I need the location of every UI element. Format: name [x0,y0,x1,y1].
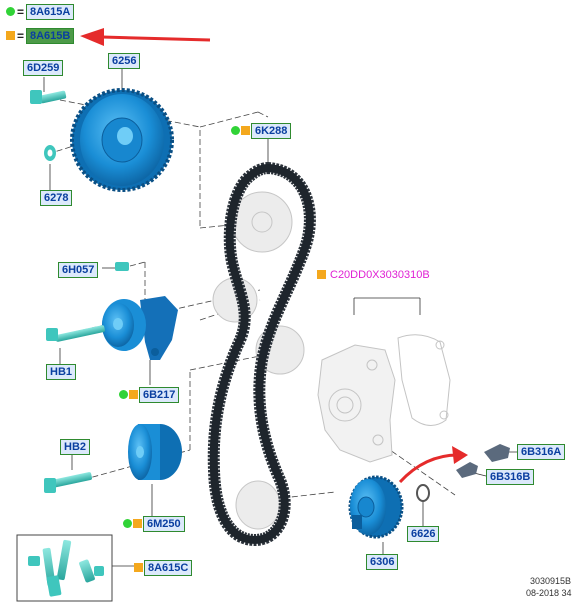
bolt-kit-box [16,534,113,602]
orange-square-icon [317,270,326,279]
timing-belt [207,161,316,547]
part-label-hb1[interactable]: HB1 [46,364,77,380]
tensioner-6b217 [102,296,178,360]
orange-square-icon [133,519,142,528]
bolt-6d259 [30,90,67,104]
ring-6626 [416,484,430,502]
green-dot-icon [119,390,128,399]
locking-tools [456,444,510,478]
part-label-6k288[interactable]: 6K288 [251,123,292,139]
part-label-6278[interactable]: 6278 [40,190,73,206]
bolt-hb1 [46,325,105,342]
screw-6h057 [115,262,129,271]
part-label-6d259[interactable]: 6D259 [23,60,64,76]
bolt-hb2 [44,472,93,493]
legend-equals: = [17,29,25,43]
orange-square-icon [134,563,143,572]
part-label-6b217[interactable]: 6B217 [139,387,180,403]
part-label-hb2[interactable]: HB2 [60,439,91,455]
legend-part-8a615b[interactable]: 8A615B [26,28,75,44]
assembly-callout[interactable]: C20DD0X3030310B [330,269,430,281]
green-dot-icon [231,126,240,135]
legend-part-8a615a[interactable]: 8A615A [26,4,75,20]
washer-6278 [44,145,56,161]
legend-equals: = [17,5,25,19]
red-arrows [80,28,468,484]
reference-code: 3030915B [530,576,572,586]
green-dot-icon [123,519,132,528]
camshaft-sprocket [70,88,174,192]
part-label-6h057[interactable]: 6H057 [58,262,99,278]
crankshaft-sprocket-6306 [348,475,404,539]
reference-date: 08-2018 34 [526,588,572,598]
orange-square-icon [241,126,250,135]
part-label-6b316a[interactable]: 6B316A [517,444,566,460]
part-label-6b316b[interactable]: 6B316B [486,469,535,485]
idler-pulley-6m250 [128,424,182,480]
part-label-6306[interactable]: 6306 [366,554,399,570]
green-dot-icon [6,7,15,16]
part-label-6m250[interactable]: 6M250 [143,516,185,532]
part-label-6256[interactable]: 6256 [108,53,141,69]
part-label-6626[interactable]: 6626 [407,526,440,542]
orange-square-icon [6,31,15,40]
orange-square-icon [129,390,138,399]
part-label-8a615c[interactable]: 8A615C [144,560,193,576]
water-pump-ghost [317,334,451,463]
